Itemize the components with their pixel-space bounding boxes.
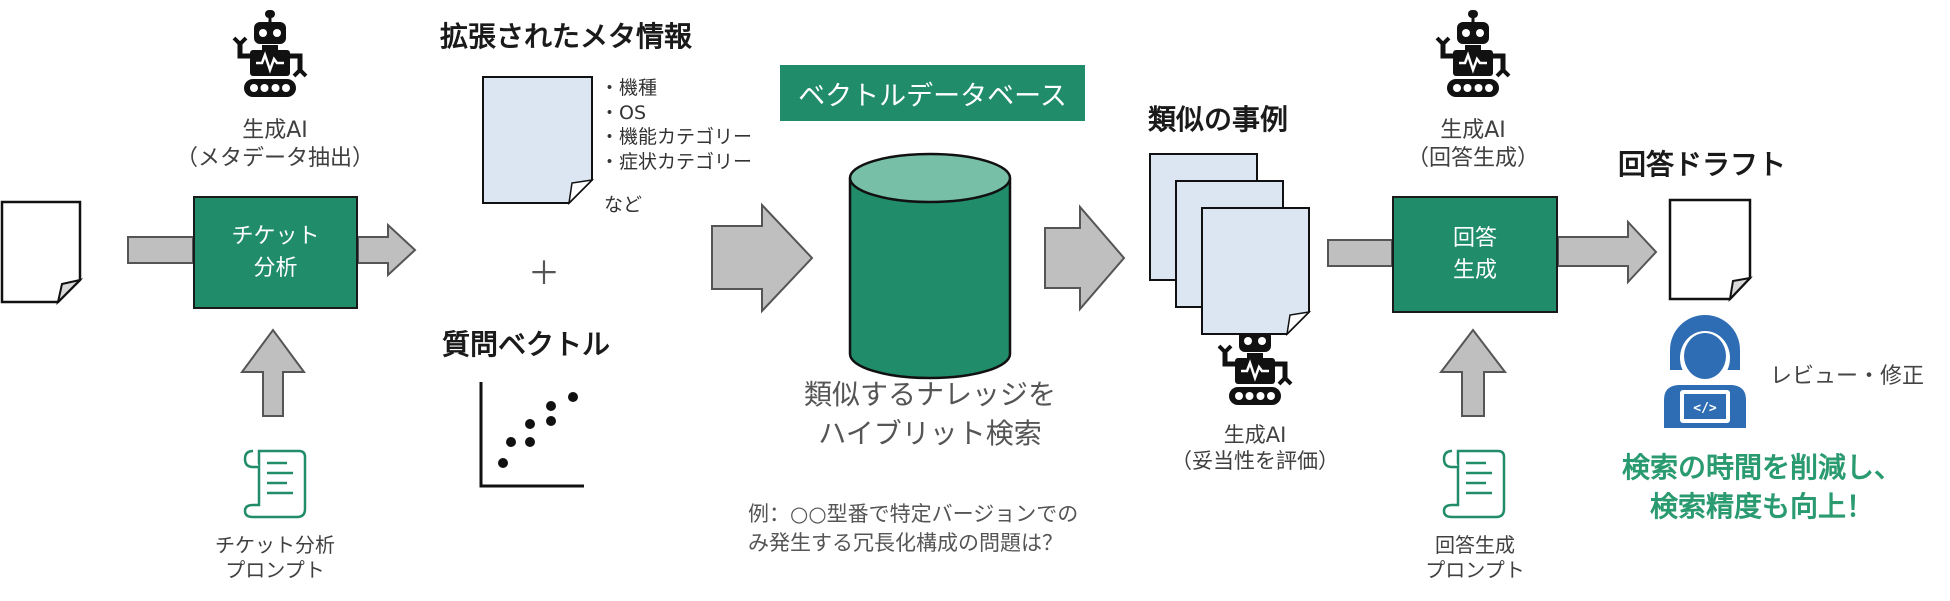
- vector-db-title: ベクトルデータベース: [780, 65, 1085, 121]
- similar-documents-icon: [1149, 153, 1312, 337]
- metadata-title: 拡張されたメタ情報: [440, 20, 693, 53]
- arrow-to-similar-cases: [1044, 204, 1126, 312]
- plus-sign: ＋: [528, 254, 561, 292]
- robot-icon-metadata: [234, 10, 306, 97]
- arrow-out-answer-gen: [1557, 219, 1658, 285]
- answer-prompt-label: 回答生成 プロンプト: [1425, 533, 1525, 582]
- ai-metadata-label: 生成AI （メタデータ抽出）: [175, 118, 374, 171]
- database-icon: [848, 152, 1012, 380]
- metadata-document-icon: [482, 76, 595, 206]
- scroll-icon-answer-prompt: [1442, 449, 1506, 519]
- arrow-into-ticket-analysis: [127, 236, 194, 264]
- db-search-caption: 類似するナレッジを ハイブリット検索: [803, 378, 1056, 451]
- arrow-up-prompt2: [1438, 328, 1508, 417]
- metadata-item: OS: [600, 101, 752, 126]
- ticket-analysis-box: チケット 分析: [193, 196, 358, 309]
- svg-text:</>: </>: [1693, 401, 1717, 416]
- robot-icon-answer: [1437, 10, 1509, 97]
- answer-generation-label: 回答 生成: [1452, 225, 1497, 283]
- draft-title: 回答ドラフト: [1618, 148, 1787, 181]
- metadata-item: 機種: [600, 76, 752, 101]
- input-document-icon: [0, 200, 84, 306]
- arrow-to-database: [711, 202, 814, 314]
- db-example-text: 例：○○型番で特定バージョンでの み発生する冗長化構成の問題は？: [748, 502, 1079, 556]
- ai-answer-label: 生成AI （回答生成）: [1406, 118, 1539, 171]
- question-vector-title: 質問ベクトル: [442, 328, 611, 361]
- ticket-analysis-label: チケット 分析: [231, 223, 320, 281]
- scroll-icon-ticket-prompt: [243, 449, 307, 519]
- metadata-item: 機能カテゴリー: [600, 125, 752, 150]
- review-label: レビュー・修正: [1770, 364, 1925, 389]
- ai-validate-label: 生成AI （妥当性を評価）: [1171, 423, 1339, 474]
- scatter-plot-icon: [479, 382, 584, 488]
- user-coder-icon: </>: [1664, 315, 1746, 428]
- arrow-up-prompt1: [240, 328, 306, 417]
- arrow-out-ticket-analysis: [357, 222, 417, 278]
- similar-cases-title: 類似の事例: [1148, 103, 1289, 136]
- arrow-into-answer-gen: [1327, 239, 1393, 267]
- metadata-item: 症状カテゴリー: [600, 150, 752, 175]
- ticket-prompt-label: チケット分析 プロンプト: [215, 533, 335, 582]
- answer-generation-box: 回答 生成: [1392, 196, 1558, 313]
- draft-document-icon: [1668, 198, 1753, 303]
- metadata-list: 機種 OS 機能カテゴリー 症状カテゴリー: [600, 76, 752, 175]
- metadata-etc: など: [604, 194, 643, 216]
- benefit-text: 検索の時間を削減し、 検索精度も向上！: [1621, 451, 1902, 524]
